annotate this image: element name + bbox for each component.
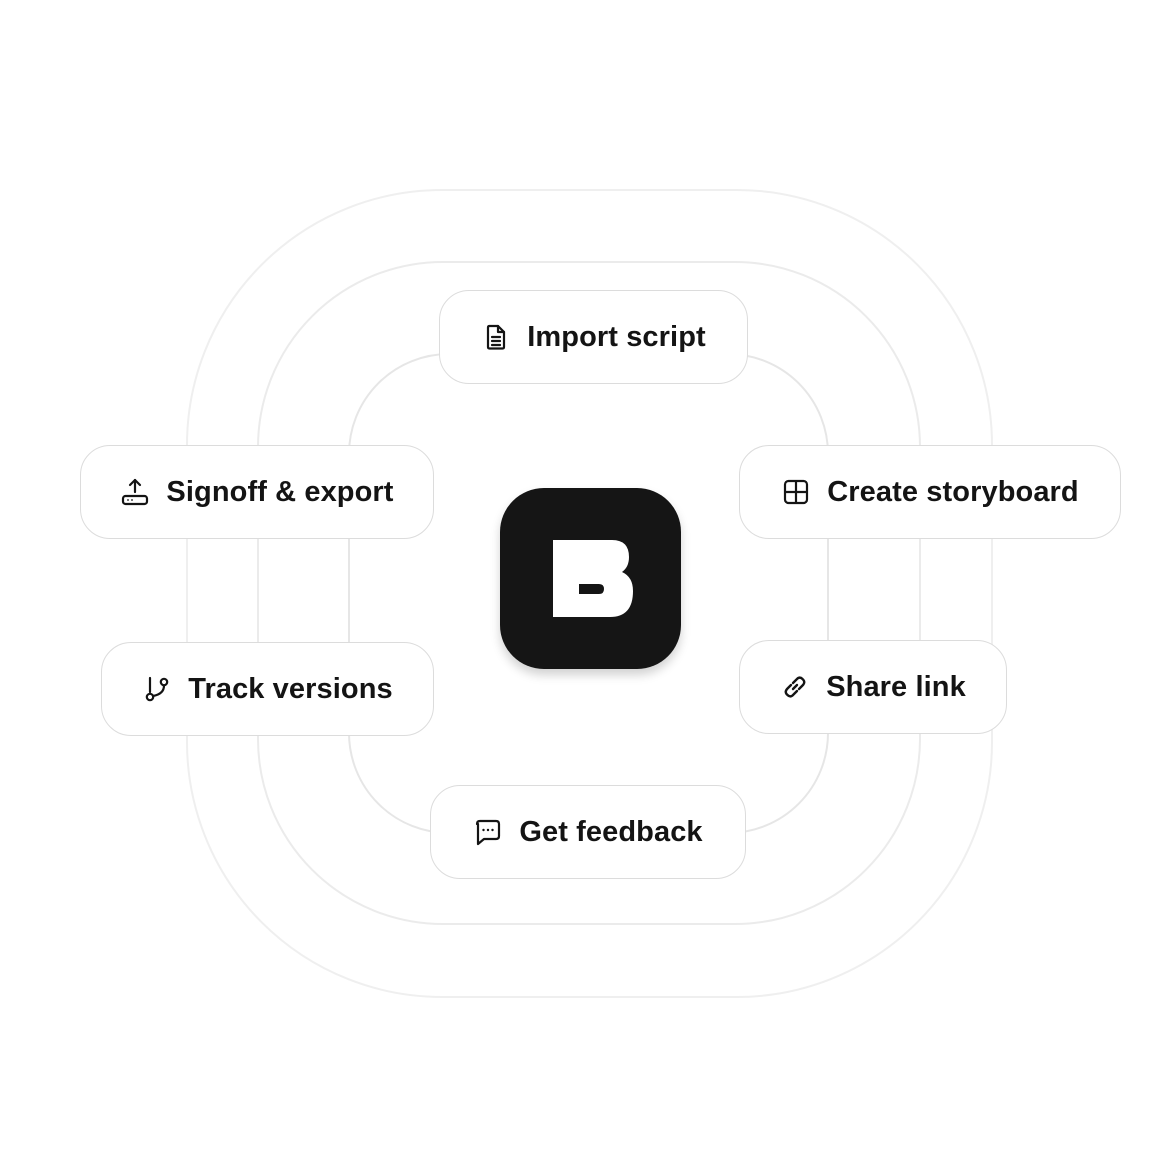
document-icon	[481, 322, 511, 352]
chat-icon	[473, 817, 503, 847]
step-get-feedback[interactable]: Get feedback	[430, 785, 746, 879]
step-label: Create storyboard	[827, 475, 1079, 508]
b-letter-logo-icon	[553, 540, 633, 617]
step-label: Track versions	[188, 672, 393, 705]
branch-icon	[142, 674, 172, 704]
step-signoff-export[interactable]: Signoff & export	[80, 445, 434, 539]
link-icon	[780, 672, 810, 702]
app-logo	[500, 488, 681, 669]
step-label: Share link	[826, 670, 966, 703]
step-share-link[interactable]: Share link	[739, 640, 1007, 734]
step-label: Get feedback	[519, 815, 703, 848]
step-label: Import script	[527, 320, 706, 353]
step-label: Signoff & export	[166, 475, 394, 508]
step-import-script[interactable]: Import script	[439, 290, 748, 384]
grid-icon	[781, 477, 811, 507]
step-create-storyboard[interactable]: Create storyboard	[739, 445, 1121, 539]
export-icon	[120, 477, 150, 507]
step-track-versions[interactable]: Track versions	[101, 642, 434, 736]
